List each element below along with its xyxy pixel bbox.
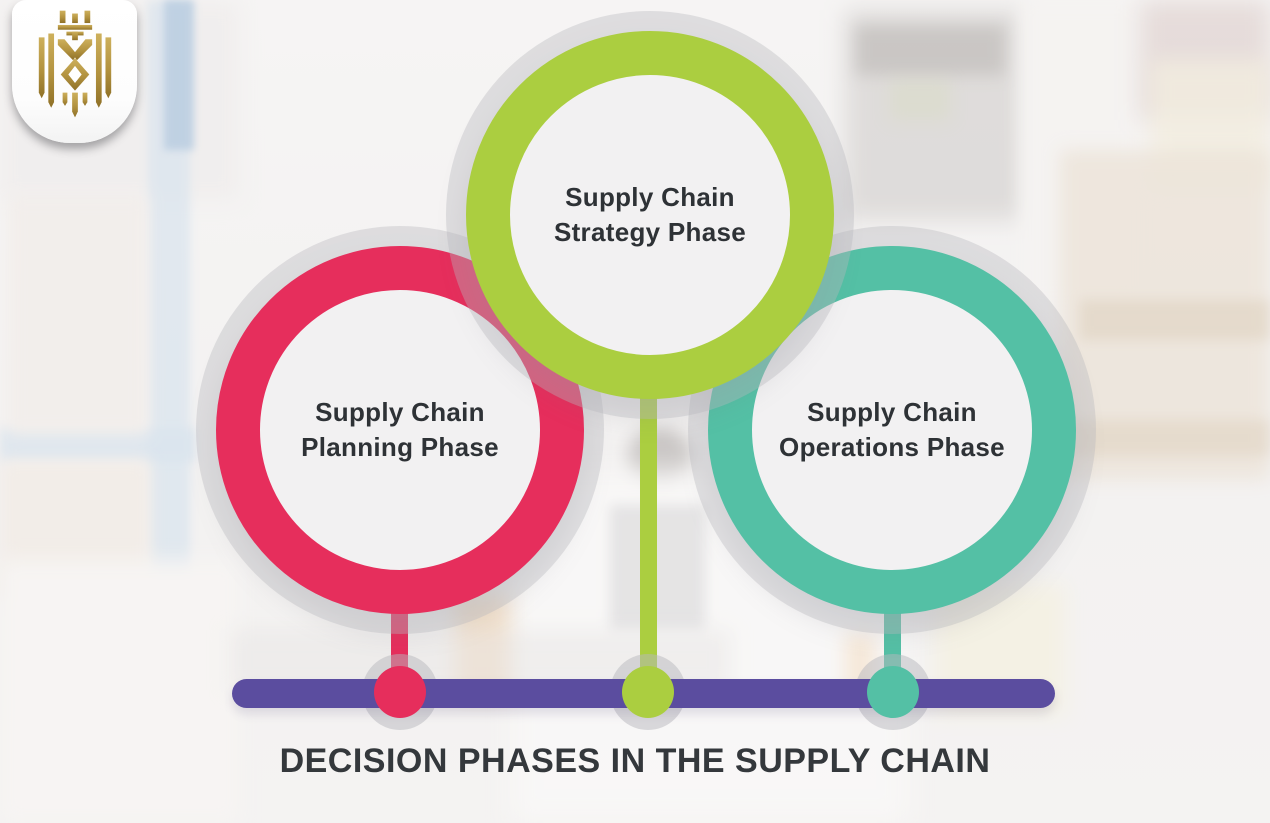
dark-shelf-shape [855, 25, 1005, 75]
phase-label-planning: Supply Chain Planning Phase [301, 395, 499, 465]
connector-stem-strategy [640, 386, 657, 700]
stacked-boxes-shape [1080, 300, 1270, 340]
timeline-dot-planning [374, 666, 426, 718]
timeline-dot-strategy [622, 666, 674, 718]
laptop-shape [610, 505, 705, 630]
phase-label-strategy: Supply Chain Strategy Phase [554, 180, 746, 250]
boxes-shape [0, 560, 240, 823]
boxes-shape [8, 195, 148, 435]
shelf-highlight-shape [890, 80, 950, 120]
shelf-post-shape [164, 0, 194, 150]
phase-label-line: Strategy Phase [553, 217, 747, 247]
brand-logo-badge [12, 0, 137, 143]
gold-crown-emblem-icon [38, 10, 111, 118]
phase-label-line: Supply Chain [807, 397, 977, 427]
phase-label-line: Planning Phase [301, 432, 499, 462]
phase-label-line: Operations Phase [779, 432, 1005, 462]
timeline-dot-operations [867, 666, 919, 718]
dark-shelf-shape [845, 10, 1025, 220]
phase-label-line: Supply Chain [315, 397, 485, 427]
phase-circle-strategy: Supply Chain Strategy Phase [466, 31, 834, 399]
phase-label-operations: Supply Chain Operations Phase [779, 395, 1005, 465]
infographic-title: DECISION PHASES IN THE SUPPLY CHAIN [279, 742, 991, 780]
stacked-boxes-shape [1070, 420, 1270, 456]
phase-label-line: Supply Chain [565, 182, 735, 212]
